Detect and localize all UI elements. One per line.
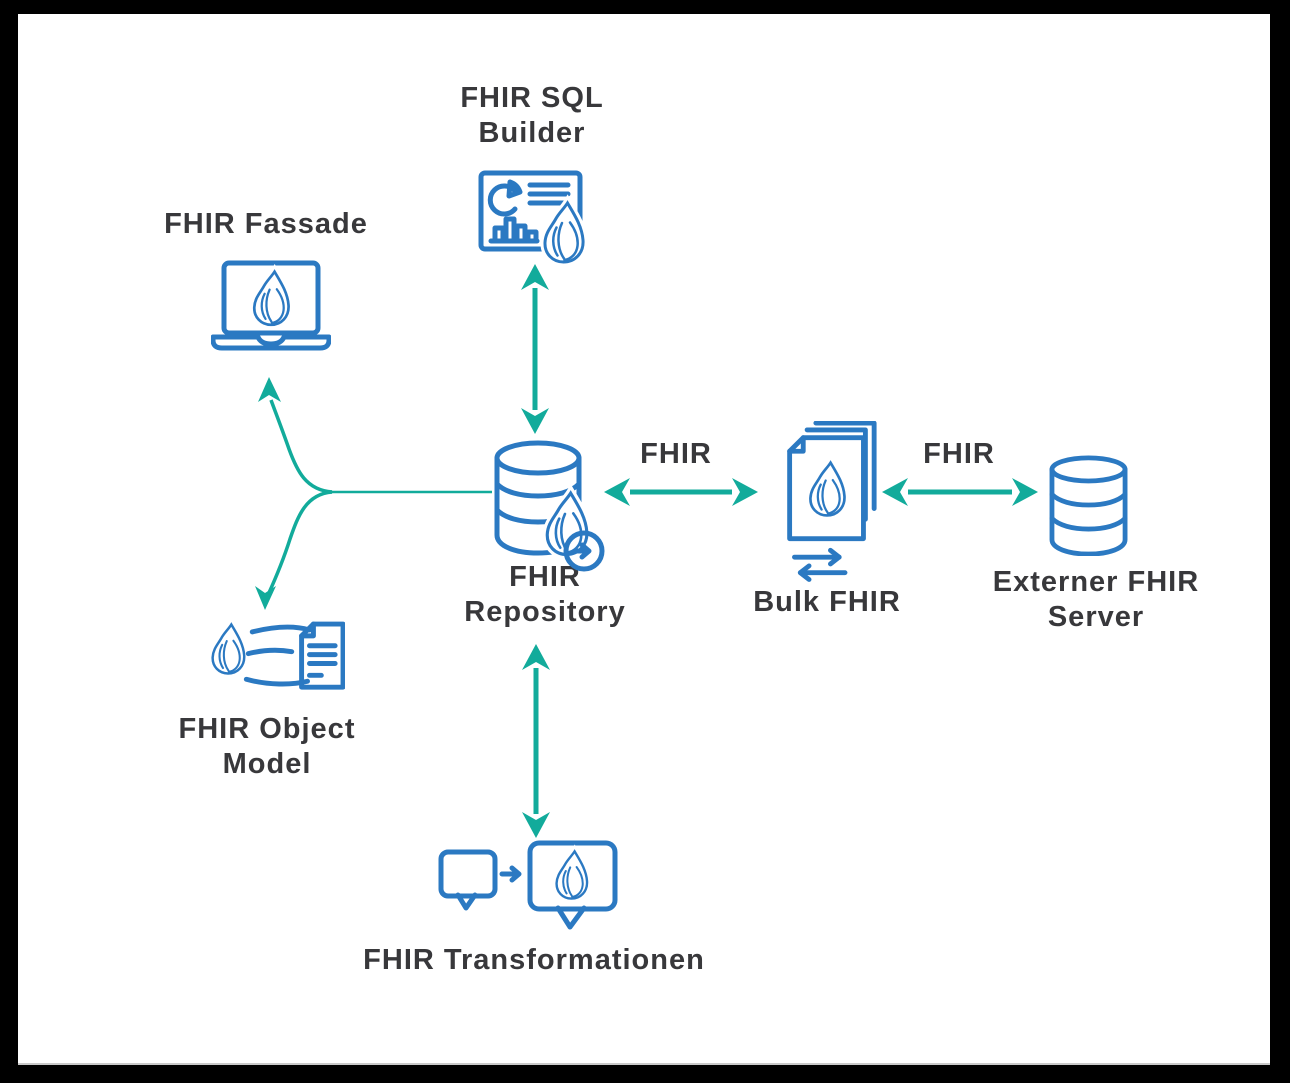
flame-to-document-icon [197, 618, 345, 690]
node-label-fhir-sql-builder: FHIR SQL Builder [460, 82, 604, 149]
database-icon [1049, 455, 1128, 556]
edge-label-fhir-2: FHIR [923, 438, 995, 470]
node-label-fhir-object-model: FHIR Object Model [178, 713, 356, 780]
document-stack-flame-exchange-icon [787, 421, 877, 582]
node-label-externer-fhir-server: Externer FHIR Server [992, 566, 1200, 633]
dashboard-flame-icon [478, 170, 600, 268]
node-label-bulk-fhir: Bulk FHIR [753, 586, 901, 618]
diagram-canvas [18, 14, 1270, 1065]
node-label-fhir-transformationen: FHIR Transformationen [363, 944, 705, 976]
node-label-fhir-repository: FHIR Repository [464, 561, 626, 628]
speech-bubbles-flame-icon [438, 840, 618, 930]
laptop-flame-icon [211, 260, 331, 351]
edge-label-fhir-1: FHIR [640, 438, 712, 470]
database-flame-sync-icon [494, 440, 605, 572]
node-label-fhir-fassade: FHIR Fassade [164, 208, 368, 240]
